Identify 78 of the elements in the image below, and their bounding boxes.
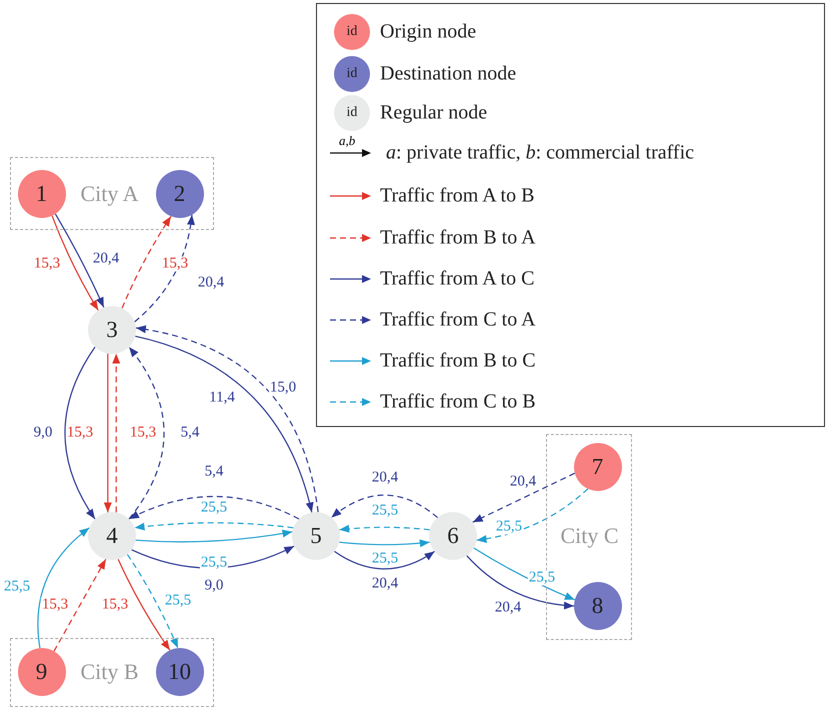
city-label: City A [80, 180, 139, 206]
edge-label: 20,4 [494, 600, 522, 616]
arrow-label: a,b [339, 134, 356, 147]
legend-text: Traffic from C to A [380, 308, 536, 332]
flow-arrow [128, 346, 165, 520]
edge-label: 15,3 [160, 256, 190, 272]
flow-arrow [54, 214, 104, 308]
edge-label: 15,3 [100, 598, 130, 612]
network-node: 5 [292, 512, 340, 560]
edge-label: 25,5 [200, 500, 228, 516]
city-label: City B [80, 658, 139, 684]
flow-arrow [334, 550, 435, 570]
flow-arrow [112, 354, 120, 512]
legend-text: Traffic from B to C [380, 350, 536, 372]
legend-text: Traffic from B to A [380, 226, 536, 250]
edge-label: 25,5 [370, 552, 400, 566]
legend-text: Traffic from C to B [380, 390, 536, 414]
edge-label: 20,4 [508, 474, 538, 490]
edge-label: 9,0 [204, 578, 224, 594]
flow-arrow [134, 214, 195, 322]
flow-arrow [53, 558, 106, 652]
city-group-box [10, 638, 214, 707]
flow-arrow [52, 216, 99, 311]
flow-arrow [476, 488, 588, 543]
flow-arrow [64, 346, 96, 520]
city-label: City C [560, 522, 619, 548]
edge-label: 15,3 [32, 256, 62, 272]
network-node: 3 [88, 306, 136, 354]
flow-arrow [134, 522, 294, 531]
destination-node: 8 [574, 582, 622, 630]
network-node: 4 [88, 512, 136, 560]
edge-label: 15,3 [40, 598, 70, 612]
legend-text: Regular node [380, 102, 488, 124]
edge-label: 15,0 [268, 380, 298, 396]
edge-label: 25,5 [200, 556, 228, 570]
flow-arrow [339, 539, 430, 548]
edge-label: 15,3 [128, 426, 158, 440]
edge-label: 20,4 [196, 276, 226, 290]
destination-node: 10 [156, 648, 204, 696]
flow-arrow [128, 496, 300, 520]
network-node: 6 [429, 512, 477, 560]
edge-label: 20,4 [370, 470, 400, 486]
city-group-box [10, 157, 214, 230]
edge-label: 25,5 [370, 504, 400, 518]
edge-label: 25,5 [494, 520, 524, 534]
legend-text: Destination node [380, 62, 516, 86]
edge-label: 5,4 [204, 464, 224, 480]
edge-label: 9,0 [32, 426, 54, 440]
origin-node: 7 [574, 442, 622, 490]
legend-node-swatch: id [334, 56, 370, 92]
flow-arrow [136, 530, 292, 542]
edge-label: 5,4 [180, 426, 200, 440]
legend-node-swatch: id [334, 95, 370, 131]
flow-arrow [118, 558, 170, 651]
flow-arrow [466, 555, 574, 610]
flow-arrow [473, 547, 576, 600]
edge-label: 25,5 [164, 594, 192, 608]
edge-label: 25,5 [2, 580, 32, 594]
flow-arrow [472, 472, 576, 523]
legend-text: Traffic from A to B [380, 184, 534, 208]
flow-arrow [122, 216, 172, 308]
destination-node: 2 [156, 170, 204, 218]
flow-arrow [104, 354, 112, 512]
legend-node-swatch: id [334, 14, 370, 50]
legend-text: Origin node [380, 20, 476, 44]
edge-label: 15,3 [66, 426, 94, 440]
legend-text: a: private traffic, b: commercial traffic [386, 142, 694, 164]
flow-arrow [37, 527, 90, 648]
edge-label: 20,4 [92, 252, 120, 266]
edge-label: 25,5 [528, 570, 556, 586]
flow-arrow [339, 524, 430, 533]
origin-node: 1 [18, 170, 66, 218]
origin-node: 9 [18, 648, 66, 696]
legend-text: Traffic from A to C [380, 268, 534, 290]
edge-label: 20,4 [370, 576, 400, 592]
edge-label: 11,4 [208, 390, 236, 406]
flow-arrow [331, 494, 438, 518]
flow-arrow [126, 554, 178, 648]
